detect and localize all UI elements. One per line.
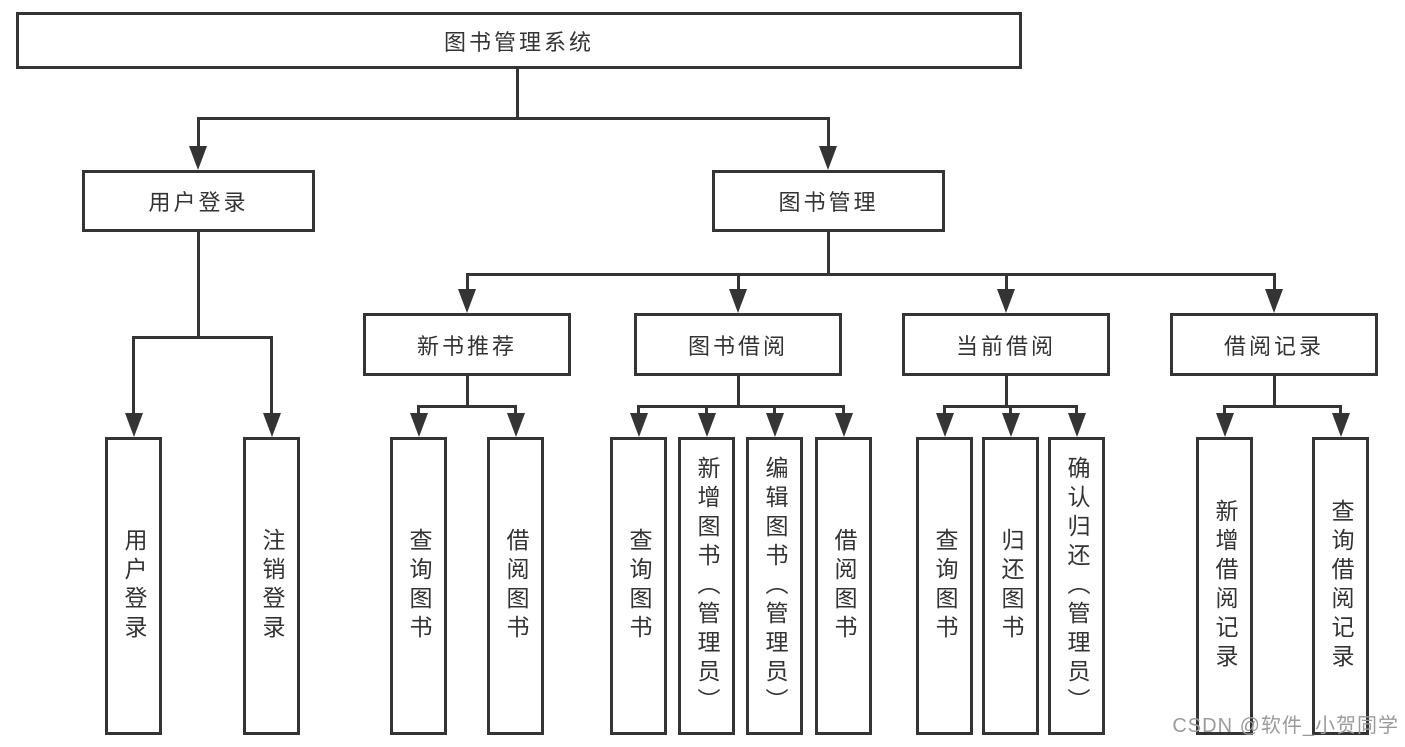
connector-line bbox=[1339, 405, 1342, 415]
arrow-down-icon bbox=[125, 413, 143, 437]
connector-line bbox=[1273, 376, 1276, 405]
connector-line bbox=[132, 336, 135, 415]
node-book-management: 图书管理 bbox=[712, 170, 945, 232]
leaf-query-books-current: 查询图书 bbox=[916, 437, 973, 735]
connector-line bbox=[1009, 405, 1012, 415]
leaf-edit-book-admin: 编辑图书（管理员） bbox=[746, 437, 803, 735]
connector-line bbox=[842, 405, 845, 415]
connector-line bbox=[737, 376, 740, 405]
connector-line bbox=[827, 117, 830, 147]
connector-line bbox=[705, 405, 708, 415]
connector-line bbox=[466, 273, 469, 291]
leaf-query-books-recommend: 查询图书 bbox=[390, 437, 447, 735]
leaf-query-books-borrowing: 查询图书 bbox=[610, 437, 667, 735]
connector-line bbox=[417, 405, 517, 408]
arrow-down-icon bbox=[1216, 413, 1234, 437]
node-borrowing-records: 借阅记录 bbox=[1170, 313, 1378, 376]
arrow-down-icon bbox=[410, 413, 428, 437]
leaf-add-book-admin: 新增图书（管理员） bbox=[678, 437, 735, 735]
connector-line bbox=[514, 405, 517, 415]
connector-line bbox=[773, 405, 776, 415]
connector-line bbox=[943, 405, 946, 415]
connector-line bbox=[1223, 405, 1226, 415]
arrow-down-icon bbox=[263, 413, 281, 437]
arrow-down-icon bbox=[819, 146, 837, 170]
leaf-confirm-return-admin: 确认归还（管理员） bbox=[1048, 437, 1105, 735]
connector-line bbox=[1005, 273, 1008, 291]
connector-line bbox=[197, 117, 200, 147]
arrow-down-icon bbox=[1332, 413, 1350, 437]
connector-line bbox=[737, 273, 740, 291]
connector-line bbox=[466, 376, 469, 405]
leaf-logout: 注销登录 bbox=[243, 437, 300, 735]
connector-line bbox=[197, 232, 200, 336]
connector-line bbox=[516, 69, 519, 117]
arrow-down-icon bbox=[766, 413, 784, 437]
connector-line bbox=[197, 117, 830, 120]
leaf-return-books: 归还图书 bbox=[982, 437, 1039, 735]
node-library-system: 图书管理系统 bbox=[16, 12, 1022, 69]
arrow-down-icon bbox=[1265, 289, 1283, 313]
arrow-down-icon bbox=[936, 413, 954, 437]
arrow-down-icon bbox=[835, 413, 853, 437]
csdn-watermark: CSDN @软件_小贺同学 bbox=[1172, 715, 1399, 737]
connector-line bbox=[417, 405, 420, 415]
leaf-borrow-books-recommend: 借阅图书 bbox=[487, 437, 544, 735]
node-user-login: 用户登录 bbox=[82, 170, 315, 232]
node-current-borrowing: 当前借阅 bbox=[902, 313, 1110, 376]
leaf-borrow-books-borrowing: 借阅图书 bbox=[815, 437, 872, 735]
arrow-down-icon bbox=[630, 413, 648, 437]
arrow-down-icon bbox=[729, 289, 747, 313]
connector-line bbox=[466, 273, 1276, 276]
connector-line bbox=[1075, 405, 1078, 415]
leaf-add-borrow-record: 新增借阅记录 bbox=[1196, 437, 1253, 735]
arrow-down-icon bbox=[507, 413, 525, 437]
connector-line bbox=[132, 336, 273, 339]
arrow-down-icon bbox=[997, 289, 1015, 313]
connector-line bbox=[270, 336, 273, 415]
connector-line bbox=[637, 405, 845, 408]
arrow-down-icon bbox=[458, 289, 476, 313]
leaf-query-borrow-record: 查询借阅记录 bbox=[1312, 437, 1369, 735]
connector-line bbox=[1223, 405, 1342, 408]
arrow-down-icon bbox=[189, 146, 207, 170]
connector-line bbox=[637, 405, 640, 415]
arrow-down-icon bbox=[1068, 413, 1086, 437]
arrow-down-icon bbox=[1002, 413, 1020, 437]
arrow-down-icon bbox=[698, 413, 716, 437]
node-book-borrowing: 图书借阅 bbox=[634, 313, 842, 376]
leaf-user-login: 用户登录 bbox=[105, 437, 162, 735]
connector-line bbox=[1273, 273, 1276, 291]
connector-line bbox=[1005, 376, 1008, 405]
node-new-book-recommend: 新书推荐 bbox=[363, 313, 571, 376]
connector-line bbox=[827, 232, 830, 273]
